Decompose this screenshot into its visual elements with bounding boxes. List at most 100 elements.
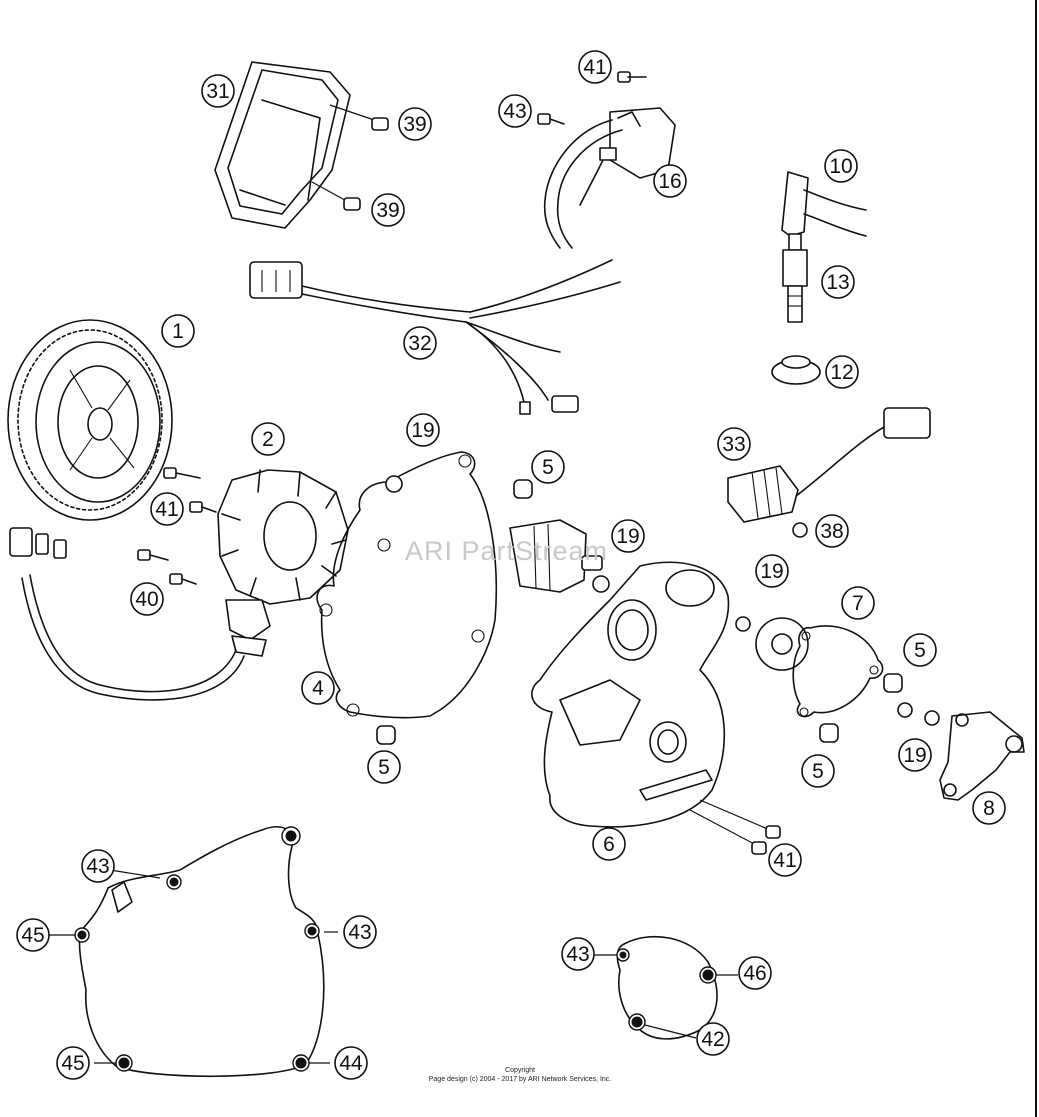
callout-5-d[interactable]: 5 xyxy=(903,633,937,667)
part-12-seal xyxy=(771,355,821,385)
callout-31[interactable]: 31 xyxy=(201,74,235,108)
callout-46[interactable]: 46 xyxy=(738,956,772,990)
part-5-sleeve-c xyxy=(819,723,839,743)
part-19-nut-a xyxy=(385,475,403,493)
callout-43-gasket-right[interactable]: 43 xyxy=(343,915,377,949)
callout-6[interactable]: 6 xyxy=(592,827,626,861)
svg-text:19: 19 xyxy=(616,525,639,548)
svg-text:31: 31 xyxy=(206,80,229,103)
svg-text:41: 41 xyxy=(155,498,178,521)
bolt-39-lower xyxy=(343,197,361,211)
part-5-sleeve-d xyxy=(883,673,903,693)
callout-43-top[interactable]: 43 xyxy=(498,94,532,128)
callout-42[interactable]: 42 xyxy=(696,1022,730,1056)
svg-text:43: 43 xyxy=(503,100,526,123)
callout-10[interactable]: 10 xyxy=(824,149,858,183)
svg-text:4: 4 xyxy=(312,677,324,700)
callout-43-small-gasket[interactable]: 43 xyxy=(561,937,595,971)
svg-text:45: 45 xyxy=(21,924,44,947)
svg-text:41: 41 xyxy=(583,56,606,79)
svg-text:43: 43 xyxy=(566,943,589,966)
bolts-40-stator xyxy=(137,549,197,585)
part-5-sleeve-b xyxy=(376,725,396,745)
callout-16[interactable]: 16 xyxy=(653,164,687,198)
svg-text:5: 5 xyxy=(542,456,554,479)
svg-text:40: 40 xyxy=(135,588,158,611)
copyright-line: Copyright xyxy=(505,1067,535,1074)
svg-text:38: 38 xyxy=(820,520,843,543)
callout-41-stator[interactable]: 41 xyxy=(150,492,184,526)
svg-text:5: 5 xyxy=(378,756,390,779)
callout-13[interactable]: 13 xyxy=(821,265,855,299)
page-edge-border xyxy=(1035,0,1037,1117)
part-10-plug-cap xyxy=(781,171,867,237)
callout-45-upper[interactable]: 45 xyxy=(16,918,50,952)
small-gasket-lower xyxy=(616,935,718,1040)
svg-text:13: 13 xyxy=(826,271,849,294)
part-2-stator xyxy=(9,469,349,701)
part-1-flywheel xyxy=(7,319,173,521)
svg-text:5: 5 xyxy=(812,760,824,783)
svg-text:19: 19 xyxy=(903,744,926,767)
svg-text:41: 41 xyxy=(773,849,796,872)
callout-40[interactable]: 40 xyxy=(130,582,164,616)
svg-text:43: 43 xyxy=(348,921,371,944)
bolts-41-stator xyxy=(163,467,217,513)
callout-39-lower[interactable]: 39 xyxy=(371,193,405,227)
callout-33[interactable]: 33 xyxy=(717,427,751,461)
bolt-41-coil xyxy=(617,71,647,83)
callout-43-gasket-top[interactable]: 43 xyxy=(81,849,115,883)
svg-text:39: 39 xyxy=(403,113,426,136)
callout-19-c[interactable]: 19 xyxy=(755,554,789,588)
callout-5-b[interactable]: 5 xyxy=(367,750,401,784)
part-33-regulator xyxy=(727,407,931,523)
callout-41-cover[interactable]: 41 xyxy=(768,843,802,877)
part-7-small-gasket xyxy=(792,625,884,718)
page-design-line: Page design (c) 2004 - 2017 by ARI Netwo… xyxy=(428,1076,612,1083)
callout-1[interactable]: 1 xyxy=(161,314,195,348)
callout-2[interactable]: 2 xyxy=(251,422,285,456)
svg-text:6: 6 xyxy=(603,833,615,856)
callout-12[interactable]: 12 xyxy=(825,355,859,389)
part-32-wiring-harness xyxy=(249,259,621,415)
callout-5-a[interactable]: 5 xyxy=(531,450,565,484)
svg-text:32: 32 xyxy=(408,332,431,355)
bolt-38 xyxy=(792,522,808,538)
starter-gear xyxy=(509,519,603,593)
part-16-ignition-coil xyxy=(543,107,676,249)
callout-38[interactable]: 38 xyxy=(815,514,849,548)
bolts-41-cover xyxy=(751,825,781,855)
callout-44[interactable]: 44 xyxy=(334,1046,368,1080)
callout-19-d[interactable]: 19 xyxy=(898,738,932,772)
callout-32[interactable]: 32 xyxy=(403,326,437,360)
part-19-nut-d xyxy=(897,702,940,726)
svg-text:39: 39 xyxy=(376,199,399,222)
callout-5-c[interactable]: 5 xyxy=(801,754,835,788)
callout-41-top[interactable]: 41 xyxy=(578,50,612,84)
callout-45-lower[interactable]: 45 xyxy=(56,1046,90,1080)
svg-text:1: 1 xyxy=(172,320,184,343)
copyright-footer: Copyright Page design (c) 2004 - 2017 by… xyxy=(380,1066,660,1084)
svg-text:42: 42 xyxy=(701,1028,724,1051)
callout-19-a[interactable]: 19 xyxy=(406,413,440,447)
svg-text:16: 16 xyxy=(658,170,681,193)
svg-text:44: 44 xyxy=(339,1052,363,1075)
part-4-gasket xyxy=(316,451,498,719)
callout-19-b[interactable]: 19 xyxy=(611,519,645,553)
leader-lines xyxy=(48,867,738,1064)
part-19-nut-b xyxy=(592,575,610,593)
svg-text:19: 19 xyxy=(760,560,783,583)
part-8-small-cover xyxy=(939,711,1025,801)
callout-8[interactable]: 8 xyxy=(972,791,1006,825)
svg-text:33: 33 xyxy=(722,433,745,456)
callout-39-upper[interactable]: 39 xyxy=(398,107,432,141)
svg-text:43: 43 xyxy=(86,855,109,878)
callout-7[interactable]: 7 xyxy=(841,586,875,620)
svg-text:19: 19 xyxy=(411,419,434,442)
large-gasket-lower xyxy=(78,826,325,1078)
watermark-text: ARI PartStream xyxy=(405,536,609,566)
part-5-sleeve-a xyxy=(513,479,533,499)
callout-4[interactable]: 4 xyxy=(301,671,335,705)
svg-text:2: 2 xyxy=(262,428,274,451)
